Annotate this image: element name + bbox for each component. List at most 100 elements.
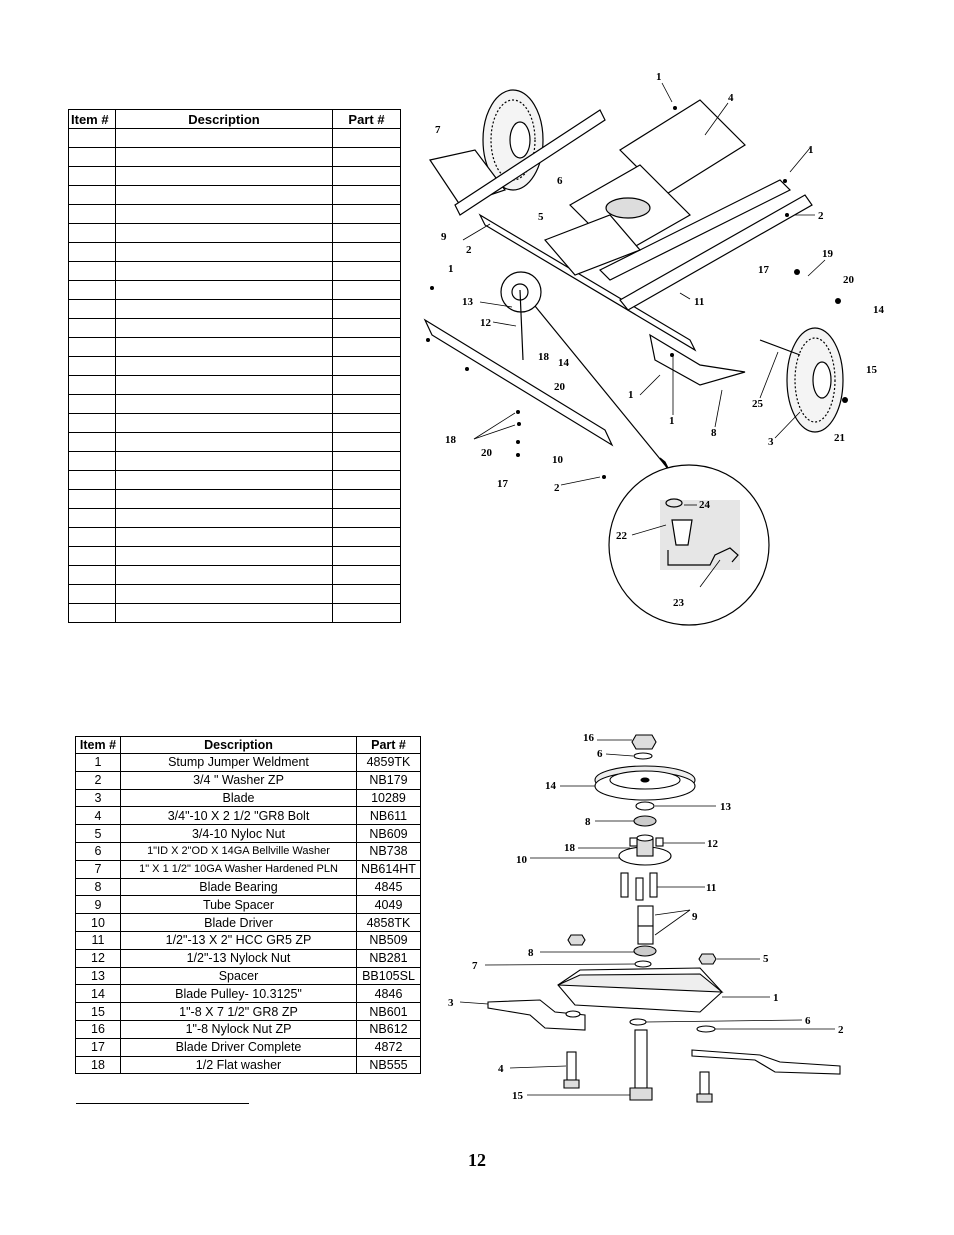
part-cell xyxy=(332,546,401,566)
right-wheel xyxy=(786,327,844,433)
callout: 1 xyxy=(773,992,779,1004)
column-header-part: Part # xyxy=(356,736,421,754)
item-cell xyxy=(68,375,116,395)
callout: 17 xyxy=(758,264,770,276)
part-cell: 4049 xyxy=(356,895,421,915)
part-cell: 4845 xyxy=(356,877,421,897)
callout: 5 xyxy=(763,953,769,965)
table-row xyxy=(68,375,401,395)
description-cell xyxy=(115,147,333,167)
item-cell xyxy=(68,147,116,167)
item-cell: 1 xyxy=(75,753,121,772)
description-cell: Blade Pulley- 10.3125" xyxy=(120,984,357,1004)
callout: 25 xyxy=(752,398,764,410)
part-cell: NB179 xyxy=(356,770,421,790)
callout: 2 xyxy=(554,482,560,494)
part-cell xyxy=(332,299,401,319)
part-cell xyxy=(332,318,401,338)
callout: 19 xyxy=(822,248,834,260)
callout: 20 xyxy=(481,447,493,459)
item-cell xyxy=(68,527,116,547)
description-cell xyxy=(115,166,333,186)
description-cell: 1"-8 Nylock Nut ZP xyxy=(120,1019,357,1039)
column-header-part: Part # xyxy=(332,109,401,129)
description-cell xyxy=(115,242,333,262)
table-row xyxy=(68,185,401,205)
callout: 24 xyxy=(699,499,711,511)
item-cell xyxy=(68,546,116,566)
part-cell: 4858TK xyxy=(356,913,421,932)
part-cell xyxy=(332,394,401,414)
description-cell: 1"-8 X 7 1/2" GR8 ZP xyxy=(120,1002,357,1021)
item-cell: 5 xyxy=(75,824,121,843)
description-cell: 1/2 Flat washer xyxy=(120,1055,357,1075)
item-cell: 11 xyxy=(75,930,121,950)
table-row xyxy=(68,489,401,509)
column-header-item: Item # xyxy=(68,109,116,129)
item-cell: 16 xyxy=(75,1019,121,1039)
part-cell xyxy=(332,489,401,509)
callout: 6 xyxy=(597,748,603,760)
top-table-body xyxy=(68,128,401,623)
item-cell xyxy=(68,603,116,623)
item-cell: 13 xyxy=(75,966,121,986)
callout: 1 xyxy=(628,389,634,401)
item-cell xyxy=(68,451,116,471)
part-cell xyxy=(332,261,401,281)
table-row xyxy=(68,584,401,604)
part-cell xyxy=(332,204,401,224)
description-cell: 1"ID X 2"OD X 14GA Bellville Washer xyxy=(120,841,357,861)
table-row xyxy=(68,318,401,338)
item-cell xyxy=(68,280,116,300)
part-cell xyxy=(332,375,401,395)
item-cell: 3 xyxy=(75,788,121,808)
item-cell: 14 xyxy=(75,984,121,1004)
description-cell xyxy=(115,261,333,281)
part-cell xyxy=(332,603,401,623)
description-cell xyxy=(115,128,333,148)
table-row xyxy=(68,204,401,224)
item-cell: 17 xyxy=(75,1037,121,1057)
table-row xyxy=(68,470,401,490)
callout: 10 xyxy=(516,854,528,866)
callout: 8 xyxy=(528,947,534,959)
callout: 18 xyxy=(564,842,576,854)
description-cell xyxy=(115,337,333,357)
table-row xyxy=(68,299,401,319)
callout: 23 xyxy=(673,597,685,609)
description-cell xyxy=(115,489,333,509)
table-row xyxy=(68,261,401,281)
table-row xyxy=(68,356,401,376)
item-cell xyxy=(68,584,116,604)
part-cell: NB281 xyxy=(356,948,421,968)
part-cell xyxy=(332,147,401,167)
part-cell: NB614HT xyxy=(356,859,421,879)
callout: 1 xyxy=(669,415,675,427)
hardware-dots xyxy=(426,106,848,479)
description-cell xyxy=(115,565,333,585)
part-cell: NB612 xyxy=(356,1019,421,1039)
callout: 14 xyxy=(558,357,570,369)
part-cell xyxy=(332,413,401,433)
table-row xyxy=(68,337,401,357)
item-cell xyxy=(68,394,116,414)
description-cell xyxy=(115,299,333,319)
callout: 7 xyxy=(472,960,478,972)
callout: 11 xyxy=(694,296,704,308)
callout: 14 xyxy=(873,304,885,316)
callout: 3 xyxy=(448,997,454,1009)
item-cell: 8 xyxy=(75,877,121,897)
part-cell: 4859TK xyxy=(356,753,421,772)
description-cell: Stump Jumper Weldment xyxy=(120,753,357,772)
item-cell xyxy=(68,204,116,224)
description-cell: Blade xyxy=(120,788,357,808)
part-cell xyxy=(332,565,401,585)
description-cell xyxy=(115,375,333,395)
